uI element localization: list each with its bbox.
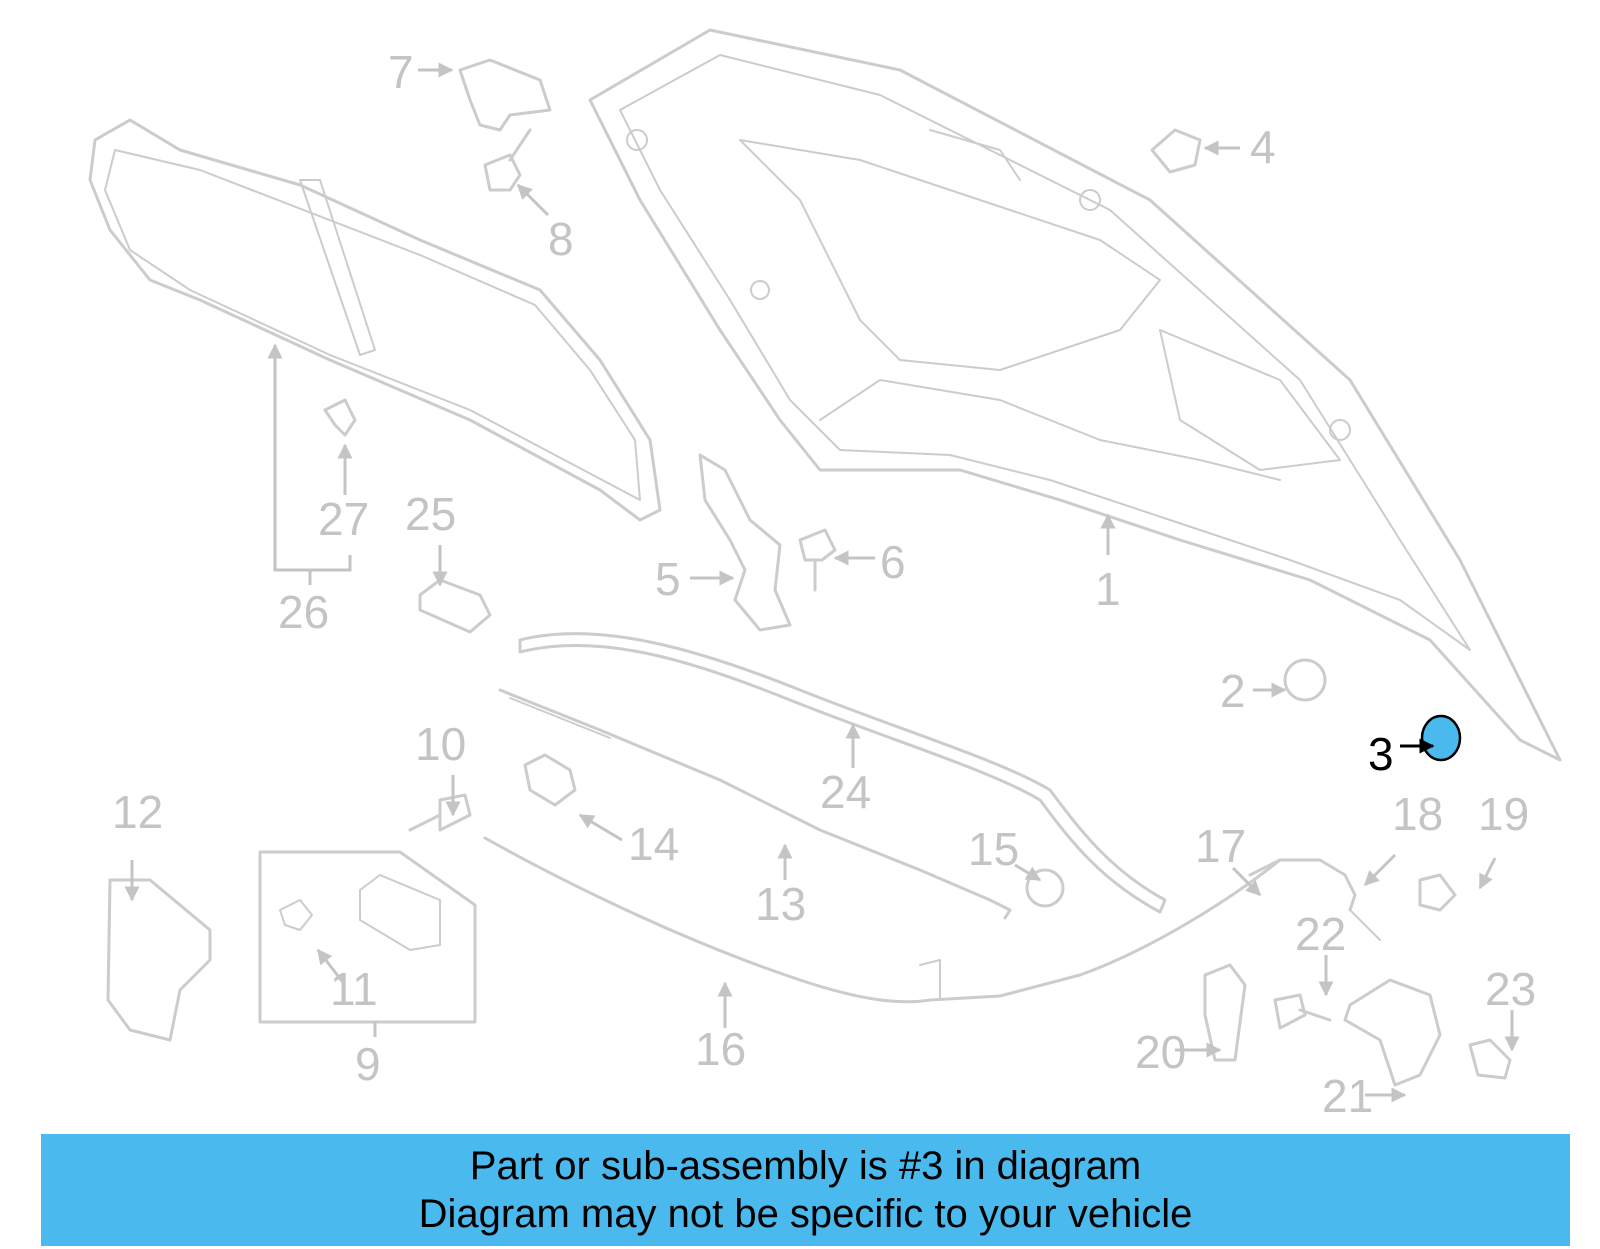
callout-17: 17	[1195, 820, 1246, 872]
part-19-clip	[1418, 873, 1457, 912]
callout-2: 2	[1220, 665, 1246, 717]
hood-insulator	[88, 118, 662, 522]
part-15-grommet	[1025, 868, 1065, 908]
part-9-kit-box	[258, 850, 477, 1024]
part-8-bolt	[483, 128, 532, 192]
callout-11: 11	[330, 963, 378, 1015]
part-25-clip	[418, 578, 492, 634]
callout-1: 1	[1095, 563, 1121, 615]
callout-labels: 7 4 8 1 5 6 2 27 25 26 24 10 14 13 15 17…	[112, 46, 1536, 1122]
callout-leaders	[124, 62, 1520, 1103]
callout-12: 12	[112, 786, 163, 838]
part-16-cable	[483, 836, 1282, 1004]
part-21-latch	[1343, 978, 1442, 1087]
callout-19: 19	[1478, 788, 1529, 840]
part-7-bracket	[458, 58, 552, 132]
banner-line-2: Diagram may not be specific to your vehi…	[418, 1192, 1193, 1236]
callout-4: 4	[1250, 121, 1276, 173]
callout-27: 27	[318, 493, 369, 545]
callout-9: 9	[355, 1038, 381, 1090]
callout-18: 18	[1392, 788, 1443, 840]
callout-15: 15	[968, 823, 1019, 875]
callout-26: 26	[278, 586, 329, 638]
callout-22: 22	[1295, 908, 1346, 960]
part-27-clip	[323, 398, 357, 437]
part-2-grommet	[1283, 658, 1327, 702]
part-22-bolt	[1273, 993, 1332, 1030]
part-17-cable-end	[1248, 858, 1381, 941]
callout-20: 20	[1135, 1026, 1186, 1078]
part-6-bolt	[798, 528, 837, 592]
part-5-hinge	[698, 453, 792, 632]
part-20-handle	[1203, 963, 1247, 1062]
callout-7: 7	[388, 46, 414, 98]
info-banner: Part or sub-assembly is #3 in diagram Di…	[41, 1134, 1570, 1246]
callout-14: 14	[628, 818, 679, 870]
banner-line-1: Part or sub-assembly is #3 in diagram	[469, 1144, 1142, 1188]
part-3-plug-highlighted[interactable]	[1420, 714, 1462, 762]
callout-10: 10	[415, 718, 466, 770]
callout-21: 21	[1322, 1070, 1373, 1122]
part-24-seal	[518, 632, 1167, 914]
callout-3-highlighted: 3	[1368, 728, 1394, 780]
callout-13: 13	[755, 878, 806, 930]
callout-25: 25	[405, 488, 456, 540]
part-23-clip	[1468, 1038, 1512, 1080]
callout-6: 6	[880, 536, 906, 588]
callout-5: 5	[655, 553, 681, 605]
callout-24: 24	[820, 766, 871, 818]
part-10-bolt	[408, 793, 472, 832]
part-13-cable	[498, 688, 1012, 920]
hood-panel	[588, 28, 1562, 762]
callout-16: 16	[695, 1023, 746, 1075]
part-14-clip	[523, 753, 577, 807]
part-4-bumper	[1150, 128, 1202, 174]
part-12-bracket	[106, 878, 212, 1042]
callout-8: 8	[548, 213, 574, 265]
callout-23: 23	[1485, 963, 1536, 1015]
